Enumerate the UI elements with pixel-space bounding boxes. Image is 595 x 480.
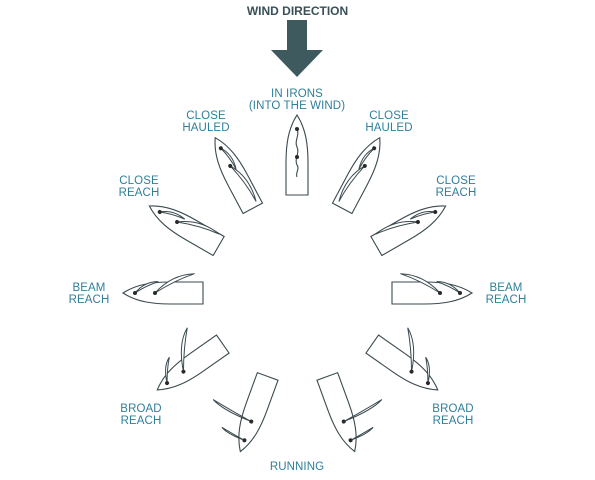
mast-dot [295,127,299,131]
mast-dot [181,369,186,374]
jib-sail [436,281,461,294]
main-sail [375,220,419,235]
mast-dot [228,163,233,168]
label-in-irons: IN IRONS(INTO THE WIND) [248,88,346,112]
hull [156,334,230,391]
main-sail [338,165,366,202]
boat-close-reach-left [148,205,225,257]
forestay-dot [458,291,462,295]
jib-dot [295,155,299,159]
boat-running-left [212,371,279,453]
main-sail [343,399,383,422]
forestay-dot [218,146,223,151]
hull [316,371,357,453]
hull [331,136,381,215]
main-sail [229,165,257,202]
label-running: RUNNING [269,461,325,473]
mast-dot [175,220,180,224]
forestay-dot [165,381,170,386]
jib-sail [221,426,245,441]
hull [370,205,447,257]
jib-sail [350,426,374,441]
main-sail [400,273,441,294]
down-arrow-icon [271,20,323,77]
jib-sail [409,210,436,220]
forestay-dot [372,146,377,151]
boat-beam-reach-right [391,273,474,305]
hull [238,371,279,453]
boat-beam-reach-left [121,273,204,305]
mast-dot [409,369,414,374]
boat-broad-reach-left [156,327,230,391]
boat-close-hauled-right [331,136,381,215]
main-sail [180,327,188,372]
boat-broad-reach-right [365,327,439,391]
hull [214,136,264,215]
mast-dot [341,419,346,424]
wind-direction-title: WIND DIRECTION [246,4,349,18]
hull [148,205,225,257]
mast-dot [153,291,157,295]
jib-sail [165,356,170,384]
mast-dot [362,163,367,168]
jib-sail [159,210,186,220]
forestay-dot [133,291,137,295]
mast-dot [415,220,420,224]
forestay-dot [242,438,247,443]
jib-sail [425,356,430,384]
forestay-dot [348,438,353,443]
mast-dot [249,419,254,424]
main-sail [212,399,252,422]
main-sail [154,273,195,294]
mast-dot [438,291,442,295]
boat-in-irons [285,113,309,196]
jib-sail [134,281,159,294]
forestay-dot [425,381,430,386]
boat-running-right [316,371,383,453]
boat-close-hauled-left [214,136,264,215]
forestay-dot [157,210,162,214]
main-sail [407,327,415,372]
main-sail [176,220,220,235]
boat-close-reach-right [370,205,447,257]
forestay-dot [433,210,438,214]
hull [365,334,439,391]
